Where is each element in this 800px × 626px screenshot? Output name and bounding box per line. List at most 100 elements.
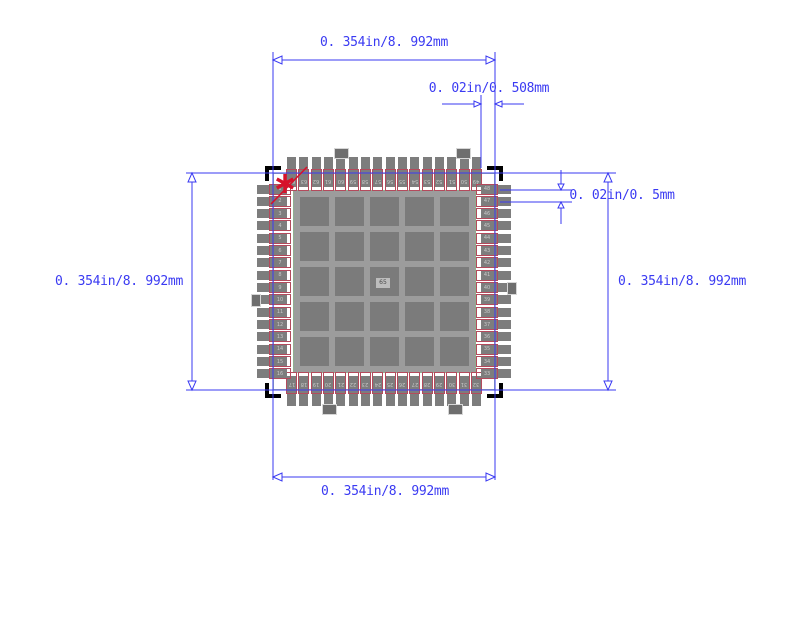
pad-mask-opening <box>476 356 498 368</box>
pad-mask-opening <box>322 372 334 394</box>
thermal-paste-square <box>335 232 364 261</box>
pad-mask-opening <box>298 372 310 394</box>
pad-mask-opening <box>433 169 445 191</box>
pad <box>410 157 420 187</box>
pad <box>323 376 333 406</box>
thermal-paste-square <box>440 197 469 226</box>
arrowhead-down-icon <box>557 183 565 192</box>
pad <box>481 184 511 194</box>
pad <box>257 307 287 317</box>
pad <box>471 376 481 406</box>
pad <box>397 157 407 187</box>
via-pad <box>456 148 471 159</box>
pad-mask-opening <box>269 282 291 294</box>
pad <box>257 357 287 367</box>
pad-mask-opening <box>269 368 291 380</box>
pad-mask-opening <box>476 232 498 244</box>
dim-label-pin-pitch: 0. 02in/0. 5mm <box>569 188 675 203</box>
pad-mask-opening <box>476 368 498 380</box>
arrowhead-up-icon <box>603 171 613 183</box>
pad-mask-opening <box>269 319 291 331</box>
thermal-paste-square <box>405 267 434 296</box>
pad-mask-opening <box>476 195 498 207</box>
thermal-paste-square <box>370 197 399 226</box>
pad <box>348 376 358 406</box>
pad-mask-opening <box>310 169 322 191</box>
arrowhead-down-icon <box>603 380 613 392</box>
thermal-paste-square <box>300 232 329 261</box>
pad-mask-opening <box>269 183 291 195</box>
via-pad <box>334 148 349 159</box>
thermal-paste-square <box>370 232 399 261</box>
pad-mask-opening <box>421 169 433 191</box>
thermal-paste-square <box>300 337 329 366</box>
pad-mask-opening <box>476 282 498 294</box>
pad-mask-opening <box>310 372 322 394</box>
pad-mask-opening <box>322 169 334 191</box>
thermal-paste-square <box>405 197 434 226</box>
pad <box>360 157 370 187</box>
arrowhead-down-icon <box>187 380 197 392</box>
thermal-paste-square <box>405 302 434 331</box>
pad <box>299 376 309 406</box>
pad <box>481 369 511 379</box>
pad <box>257 283 287 293</box>
pad <box>257 369 287 379</box>
pad <box>257 209 287 219</box>
pad <box>481 295 511 305</box>
thermal-paste-square <box>405 337 434 366</box>
thermal-paste-square <box>440 232 469 261</box>
pad-mask-opening <box>409 169 421 191</box>
pad <box>348 157 358 187</box>
pad <box>336 157 346 187</box>
pad-mask-opening <box>359 169 371 191</box>
pad-mask-opening <box>476 257 498 269</box>
pad-mask-opening <box>269 343 291 355</box>
pad-mask-opening <box>446 372 458 394</box>
pad <box>434 157 444 187</box>
pad-mask-opening <box>286 372 297 394</box>
pad-mask-opening <box>396 169 408 191</box>
thermal-paste-square <box>335 337 364 366</box>
pad-mask-opening <box>476 294 498 306</box>
thermal-paste-square <box>440 337 469 366</box>
pad-mask-opening <box>372 372 384 394</box>
pad <box>447 376 457 406</box>
pad-mask-opening <box>269 331 291 343</box>
pad-mask-opening <box>433 372 445 394</box>
arrowhead-up-icon <box>187 171 197 183</box>
pad <box>459 376 469 406</box>
pad-mask-opening <box>476 208 498 220</box>
dim-label-right-height: 0. 354in/8. 992mm <box>618 274 746 289</box>
pad <box>257 332 287 342</box>
arrowhead-right-icon <box>485 472 497 482</box>
pad <box>257 320 287 330</box>
pad-mask-opening <box>421 372 433 394</box>
pad-mask-opening <box>476 306 498 318</box>
pad-mask-opening <box>269 232 291 244</box>
pad <box>257 258 287 268</box>
thermal-paste-square <box>370 337 399 366</box>
arrowhead-up-icon <box>557 200 565 209</box>
thermal-paste-square <box>335 302 364 331</box>
pad-mask-opening <box>476 343 498 355</box>
pad <box>422 376 432 406</box>
pad <box>336 376 346 406</box>
pad <box>481 221 511 231</box>
pad-mask-opening <box>458 169 470 191</box>
pad <box>257 246 287 256</box>
pad <box>257 270 287 280</box>
pad-mask-opening <box>476 331 498 343</box>
via-pad <box>251 294 261 307</box>
pad <box>385 376 395 406</box>
pad <box>311 376 321 406</box>
pad <box>311 157 321 187</box>
pad-mask-opening <box>476 269 498 281</box>
pad <box>410 376 420 406</box>
pad-mask-opening <box>396 372 408 394</box>
pad <box>481 209 511 219</box>
dim-label-pad-offset: 0. 02in/0. 508mm <box>428 81 550 96</box>
pad <box>287 376 296 406</box>
thermal-pad <box>293 190 476 373</box>
